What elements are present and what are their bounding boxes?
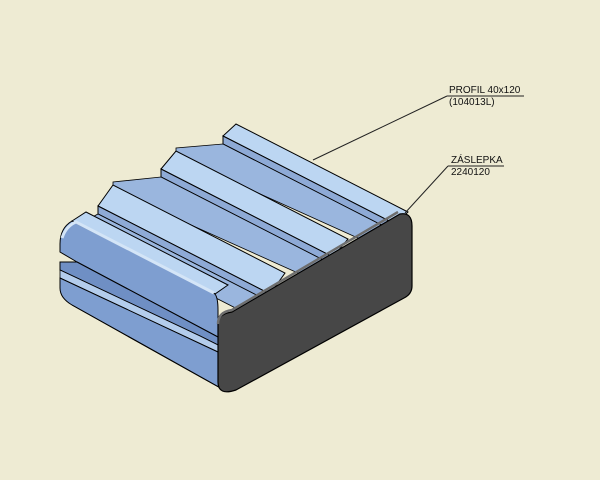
end-cap <box>216 210 413 393</box>
profile-rib-back <box>222 123 409 233</box>
callout-profile-name: PROFIL 40x120 <box>449 85 521 96</box>
callout-end-cap-name: ZÁSLEPKA <box>451 155 503 166</box>
callout-end-cap-code: 2240120 <box>451 167 490 178</box>
profile-slot-2-floor <box>112 176 334 283</box>
profile-slot-1-floor <box>175 143 396 249</box>
leader-profile <box>312 95 524 161</box>
leader-end-cap-diagonal <box>404 165 449 214</box>
leader-end-cap <box>404 165 504 214</box>
profile-rib-middle <box>160 150 349 266</box>
profile-rib-front <box>97 184 286 303</box>
profile-front-lower-bottom <box>71 304 225 391</box>
profile-front-corner-highlight <box>60 220 215 295</box>
leader-profile-diagonal <box>312 95 448 161</box>
end-cap-rim <box>216 210 399 325</box>
callout-profile-code: (104013L) <box>449 97 495 108</box>
